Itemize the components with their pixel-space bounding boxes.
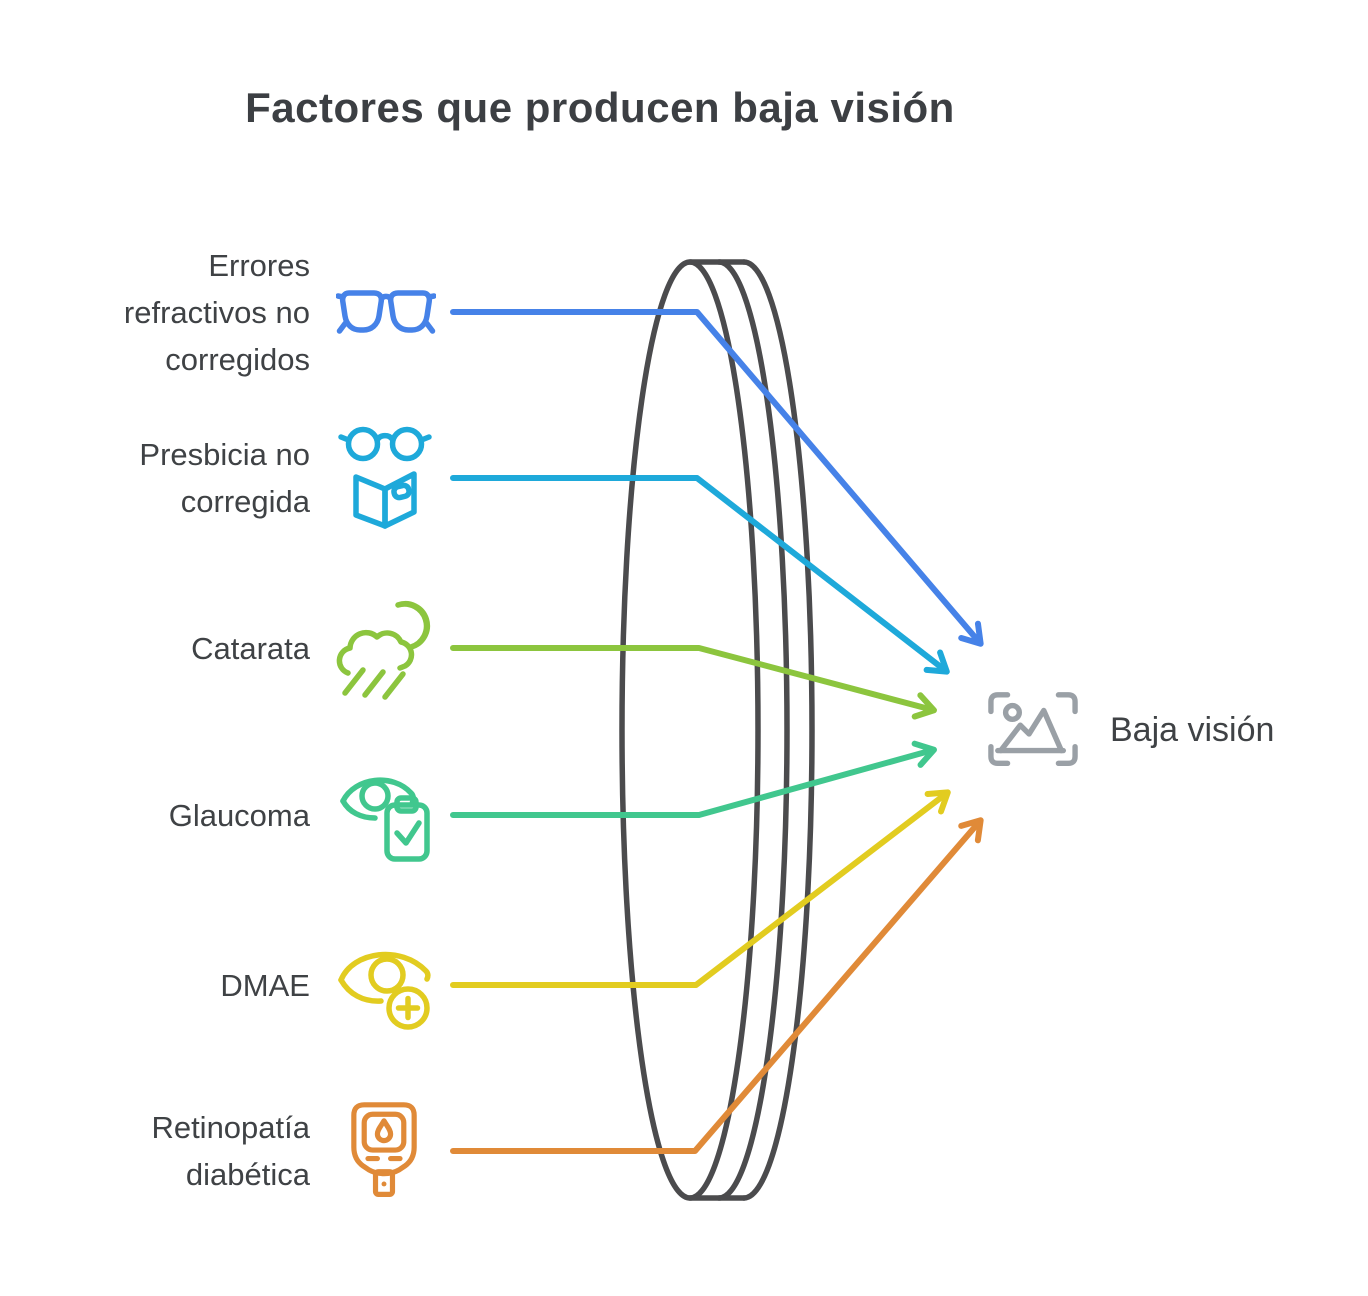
arrow-presbyopia <box>450 475 950 675</box>
factor-label-dmae: DMAE <box>220 968 310 1003</box>
arrow-refractive-errors <box>450 309 984 647</box>
reading-glasses-book-icon <box>335 423 435 538</box>
arrow-cataract <box>450 645 937 720</box>
factor-label-cataract: Catarata <box>191 631 310 666</box>
arrow-dmae <box>450 789 951 988</box>
arrow-glaucoma <box>450 740 937 818</box>
factor-label-presbyopia: Presbicia no corregida <box>139 437 310 519</box>
lens-shape <box>619 259 815 1201</box>
result-label: Baja visión <box>1110 711 1275 749</box>
factor-label-refractive-errors: Errores refractivos no corregidos <box>123 248 310 377</box>
factor-label-diabetic-retinopathy: Retinopatía diabética <box>151 1110 310 1192</box>
arrow-diabetic-retinopathy <box>450 817 984 1154</box>
glasses-icon <box>335 280 437 349</box>
eye-plus-icon <box>335 935 435 1040</box>
diagram-title: Factores que producen baja visión <box>245 84 955 131</box>
factor-label-glaucoma: Glaucoma <box>168 798 310 833</box>
glucose-meter-icon <box>351 1102 417 1205</box>
image-icon <box>984 688 1082 783</box>
eye-clipboard-icon <box>335 765 435 870</box>
cloud-moon-rain-icon <box>335 598 435 707</box>
